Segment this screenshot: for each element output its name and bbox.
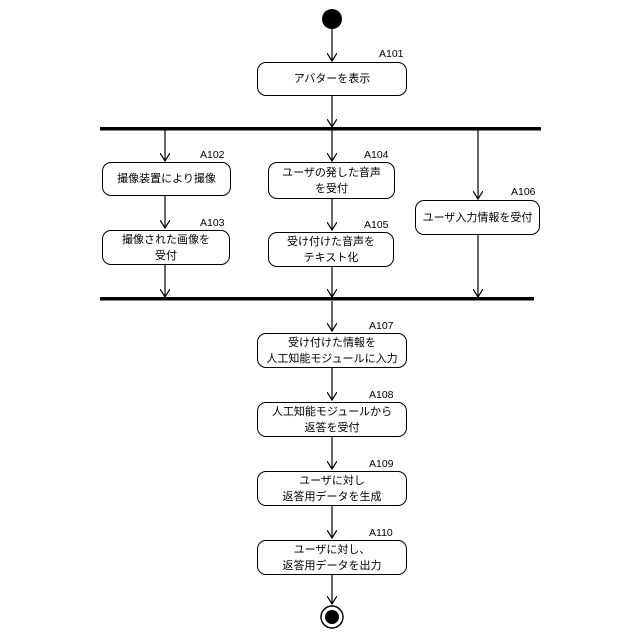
action-a102: 撮像装置により撮像 xyxy=(102,162,231,196)
action-a109-id: A109 xyxy=(369,458,394,470)
action-a107-id: A107 xyxy=(369,320,394,332)
action-a110-id: A110 xyxy=(369,527,393,539)
action-a101-id: A101 xyxy=(379,48,404,60)
action-a105-id: A105 xyxy=(364,219,389,231)
action-a108-line-1: 人工知能モジュールから xyxy=(272,404,392,420)
action-a107-line-1: 受け付けた情報を xyxy=(288,335,376,351)
action-a107: 受け付けた情報を 人工知能モジュールに入力 xyxy=(257,333,407,368)
action-a102-line-1: 撮像装置により撮像 xyxy=(117,171,216,187)
action-a104-line-2: を受付 xyxy=(315,181,348,197)
action-a106-line-1: ユーザ入力情報を受付 xyxy=(423,210,533,226)
action-a103-id: A103 xyxy=(200,217,225,229)
action-a109-line-1: ユーザに対し xyxy=(299,473,365,489)
action-a110-line-2: 返答用データを出力 xyxy=(283,558,382,574)
final-node-core xyxy=(325,610,339,624)
action-a109: ユーザに対し 返答用データを生成 xyxy=(257,471,407,506)
action-a108: 人工知能モジュールから 返答を受付 xyxy=(257,402,407,437)
action-a104: ユーザの発した音声 を受付 xyxy=(268,162,395,199)
action-a103-line-1: 撮像された画像を xyxy=(122,232,210,248)
action-a101-line-1: アバターを表示 xyxy=(294,71,371,87)
action-a105-line-2: テキスト化 xyxy=(304,250,359,266)
action-a106: ユーザ入力情報を受付 xyxy=(415,200,540,235)
action-a105: 受け付けた音声を テキスト化 xyxy=(268,232,394,267)
action-a104-line-1: ユーザの発した音声 xyxy=(282,165,381,181)
action-a108-id: A108 xyxy=(369,389,394,401)
initial-node xyxy=(322,9,342,29)
action-a110-line-1: ユーザに対し、 xyxy=(294,542,371,558)
fork-bar xyxy=(100,127,541,131)
action-a102-id: A102 xyxy=(200,149,225,161)
action-a109-line-2: 返答用データを生成 xyxy=(283,489,382,505)
action-a107-line-2: 人工知能モジュールに入力 xyxy=(266,351,397,367)
action-a101: アバターを表示 xyxy=(257,62,407,96)
action-a104-id: A104 xyxy=(364,149,389,161)
action-a106-id: A106 xyxy=(511,186,536,198)
action-a103-line-2: 受付 xyxy=(155,248,177,264)
action-a103: 撮像された画像を 受付 xyxy=(102,230,230,265)
join-bar xyxy=(100,297,534,301)
action-a110: ユーザに対し、 返答用データを出力 xyxy=(257,540,407,575)
action-a105-line-1: 受け付けた音声を xyxy=(287,234,375,250)
action-a108-line-2: 返答を受付 xyxy=(305,420,360,436)
